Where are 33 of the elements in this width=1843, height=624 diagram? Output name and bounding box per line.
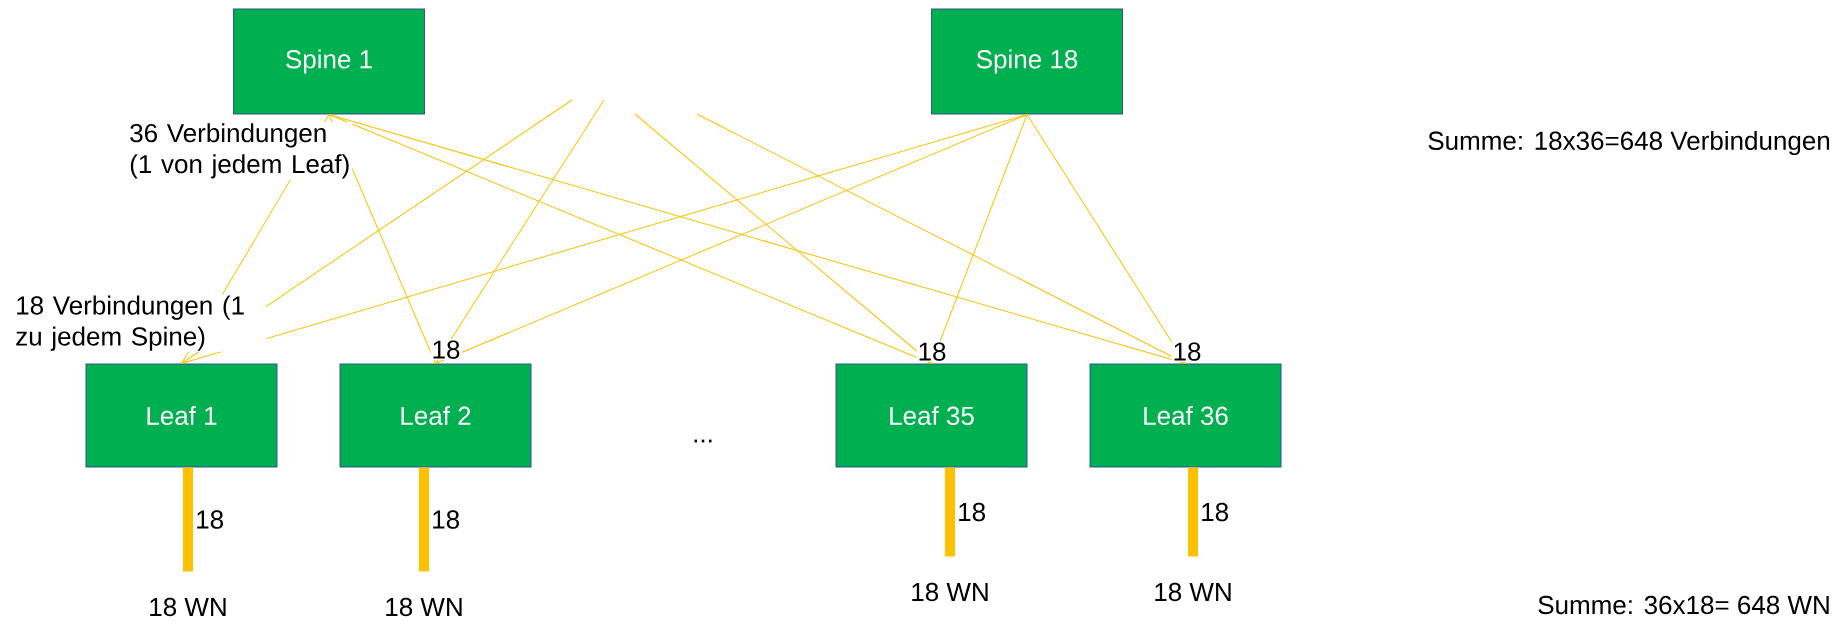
connection-line (328, 114, 1186, 364)
edge-label: 18 (1199, 501, 1231, 523)
node-label: 18 WN (386, 597, 462, 617)
connection-line (931, 114, 1028, 364)
edge-label: 18 (956, 501, 988, 523)
connection-bar (945, 467, 955, 557)
spine-box: Spine 1 (233, 8, 425, 115)
connection-line (435, 99, 605, 364)
connection-bar (419, 467, 429, 572)
connection-count: 18 (916, 341, 948, 362)
node-label: 18 WN (912, 582, 988, 602)
connection-line (634, 113, 932, 364)
sum-note: Summe: 36x18= 648 WN (1538, 595, 1829, 615)
spine-box: Spine 18 (931, 8, 1123, 115)
node-label: 18 WN (150, 597, 226, 617)
ellipsis: ... (694, 439, 712, 443)
connection-count: 36 Verbindungen (1 von jedem Leaf) (128, 122, 353, 180)
leaf-box: Leaf 1 (85, 363, 278, 468)
connection-count: 18 (1171, 341, 1203, 362)
connection-count: 18 (430, 339, 462, 360)
leaf-box: Leaf 36 (1089, 363, 1282, 468)
leaf-box: Leaf 2 (339, 363, 532, 468)
sum-note: Summe: 18x36=648 Verbindungen (1428, 130, 1830, 156)
connection-bar (183, 467, 193, 572)
node-label: 18 WN (1155, 582, 1231, 602)
connection-line (1026, 114, 1186, 364)
connection-count: 18 Verbindungen (1 zu jedem Spine) (14, 294, 267, 352)
connection-line (435, 114, 1028, 364)
edge-label: 18 (194, 509, 226, 530)
leaf-box: Leaf 35 (835, 363, 1028, 468)
edge-label: 18 (430, 509, 462, 530)
connection-bar (1188, 467, 1198, 557)
connection-line (696, 113, 1186, 364)
